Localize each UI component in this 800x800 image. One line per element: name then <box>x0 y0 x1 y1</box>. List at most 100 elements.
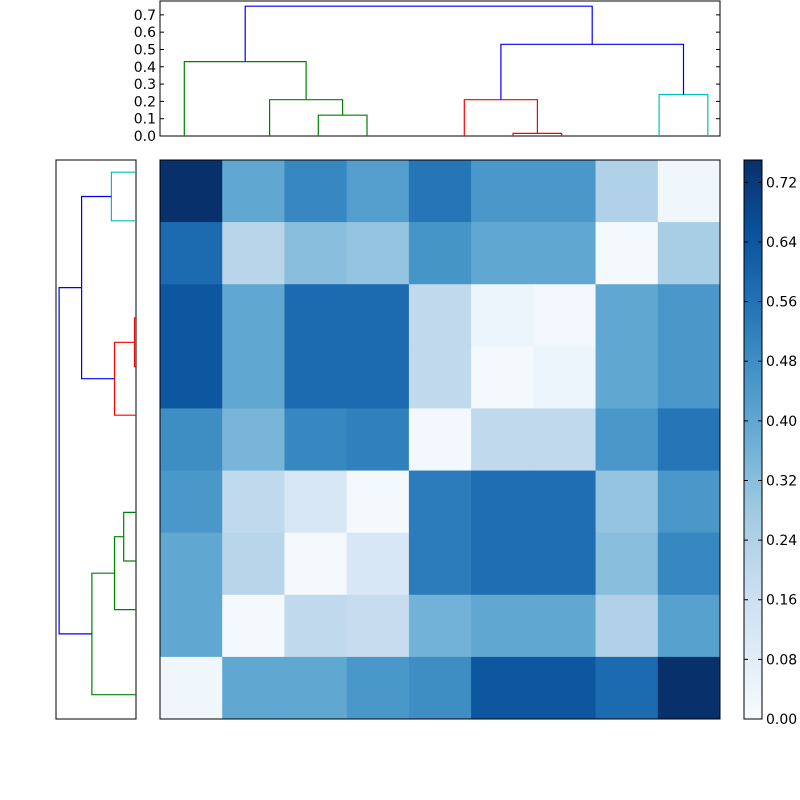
heatmap-cell-r2-c7 <box>595 284 659 347</box>
colorbar: 0.000.080.160.240.320.400.480.560.640.72 <box>743 159 797 728</box>
heatmap-cell-r0-c6 <box>533 160 597 223</box>
heatmap-cell-r4-c4 <box>408 408 472 472</box>
heatmap-cell-r3-c6 <box>533 346 597 409</box>
heatmap-cell-r6-c5 <box>471 532 534 596</box>
heatmap-cell-r8-c2 <box>284 656 348 720</box>
heatmap-cell-r5-c8 <box>657 470 721 534</box>
heatmap-cell-r7-c0 <box>160 594 223 658</box>
heatmap-cell-r5-c2 <box>284 470 348 534</box>
heatmap-cell-r0-c0 <box>160 160 223 223</box>
heatmap-matrix <box>160 160 721 720</box>
left-dendrogram-links <box>58 171 136 696</box>
colorbar-tick-label: 0.40 <box>766 414 797 430</box>
heatmap-frame <box>159 159 721 720</box>
top-dendrogram-tick-label: 0.4 <box>134 60 156 76</box>
heatmap-cell-r0-c4 <box>408 160 472 223</box>
top-dendrogram-frame <box>159 0 721 137</box>
colorbar-tick-label: 0.56 <box>766 295 797 311</box>
heatmap-cell-r8-c0 <box>160 656 223 720</box>
heatmap-cell-r6-c1 <box>222 532 285 596</box>
heatmap-cell-r0-c2 <box>284 160 348 223</box>
heatmap-cell-r4-c3 <box>346 408 410 472</box>
heatmap-cell-r3-c2 <box>284 346 348 409</box>
colorbar-tick-label: 0.48 <box>766 354 797 370</box>
left-dendrogram <box>55 159 137 720</box>
colorbar-tick-label: 0.64 <box>766 235 797 251</box>
heatmap-cell-r2-c4 <box>408 284 472 347</box>
heatmap-cell-r8-c8 <box>657 656 721 720</box>
heatmap-cell-r5-c1 <box>222 470 285 534</box>
heatmap-cell-r1-c2 <box>284 222 348 285</box>
top-dendrogram-tick-label: 0.6 <box>134 25 156 41</box>
heatmap-cell-r1-c5 <box>471 222 534 285</box>
heatmap-cell-r2-c1 <box>222 284 285 347</box>
heatmap-cell-r6-c2 <box>284 532 348 596</box>
heatmap-cell-r3-c7 <box>595 346 659 409</box>
heatmap-cell-r1-c0 <box>160 222 223 285</box>
heatmap-cell-r0-c3 <box>346 160 410 223</box>
top-dendrogram-tick-label: 0.3 <box>134 77 156 93</box>
heatmap-cell-r4-c8 <box>657 408 721 472</box>
heatmap-cell-r5-c4 <box>408 470 472 534</box>
heatmap-cell-r0-c1 <box>222 160 285 223</box>
heatmap-cell-r3-c8 <box>657 346 721 409</box>
heatmap-cell-r4-c5 <box>471 408 534 472</box>
heatmap-cell-r7-c6 <box>533 594 597 658</box>
heatmap-cell-r5-c7 <box>595 470 659 534</box>
heatmap-cell-r4-c0 <box>160 408 223 472</box>
heatmap-cell-r4-c7 <box>595 408 659 472</box>
colorbar-tick-label: 0.08 <box>766 652 797 668</box>
heatmap-cell-r6-c8 <box>657 532 721 596</box>
heatmap-cell-r3-c5 <box>471 346 534 409</box>
heatmap-cell-r3-c3 <box>346 346 410 409</box>
heatmap-cell-r6-c4 <box>408 532 472 596</box>
top-dendrogram-tick-label: 0.5 <box>134 42 156 58</box>
heatmap-cell-r7-c4 <box>408 594 472 658</box>
colorbar-tick-label: 0.16 <box>766 593 797 609</box>
heatmap-cell-r7-c3 <box>346 594 410 658</box>
heatmap-cell-r3-c1 <box>222 346 285 409</box>
top-dendrogram-tick-label: 0.1 <box>134 112 156 128</box>
heatmap-cell-r5-c5 <box>471 470 534 534</box>
heatmap-cell-r8-c3 <box>346 656 410 720</box>
colorbar-gradient <box>744 160 762 719</box>
heatmap-cell-r1-c3 <box>346 222 410 285</box>
heatmap-cell-r7-c5 <box>471 594 534 658</box>
heatmap-cell-r2-c6 <box>533 284 597 347</box>
heatmap-cell-r7-c8 <box>657 594 721 658</box>
left-dendrogram-frame <box>55 159 137 720</box>
heatmap-cell-r8-c4 <box>408 656 472 720</box>
heatmap-cell-r7-c1 <box>222 594 285 658</box>
left-dendrogram-link <box>58 287 92 635</box>
heatmap-cell-r8-c7 <box>595 656 659 720</box>
heatmap-cell-r2-c5 <box>471 284 534 347</box>
heatmap-cell-r5-c0 <box>160 470 223 534</box>
heatmap-cell-r3-c4 <box>408 346 472 409</box>
colorbar-tick-label: 0.24 <box>766 533 797 549</box>
heatmap-cell-r5-c6 <box>533 470 597 534</box>
colorbar-tick-label: 0.32 <box>766 473 797 489</box>
heatmap-cell-r0-c5 <box>471 160 534 223</box>
top-dendrogram-tick-label: 0.7 <box>134 8 156 24</box>
top-dendrogram-links <box>183 5 709 136</box>
heatmap-cell-r6-c3 <box>346 532 410 596</box>
top-dendrogram-tick-label: 0.2 <box>134 94 156 110</box>
heatmap-cell-r4-c2 <box>284 408 348 472</box>
heatmap-cell-r4-c6 <box>533 408 597 472</box>
heatmap-cell-r8-c5 <box>471 656 534 720</box>
heatmap-cell-r2-c2 <box>284 284 348 347</box>
heatmap-cell-r8-c6 <box>533 656 597 720</box>
top-dendrogram-y-axis: 0.00.1 0.20.30.4 0.50.60.7 <box>134 8 720 145</box>
colorbar-ticks: 0.000.080.160.240.320.400.480.560.640.72 <box>744 175 797 728</box>
colorbar-tick-label: 0.72 <box>766 175 797 191</box>
heatmap-cell-r0-c7 <box>595 160 659 223</box>
heatmap-cell-r2-c8 <box>657 284 721 347</box>
heatmap-cell-r4-c1 <box>222 408 285 472</box>
heatmap-cell-r8-c1 <box>222 656 285 720</box>
heatmap-cell-r6-c0 <box>160 532 223 596</box>
heatmap-cell-r7-c7 <box>595 594 659 658</box>
top-dendrogram-link <box>244 5 593 62</box>
heatmap-cell-r0-c8 <box>657 160 721 223</box>
top-dendrogram-tick-label: 0.0 <box>134 129 156 145</box>
